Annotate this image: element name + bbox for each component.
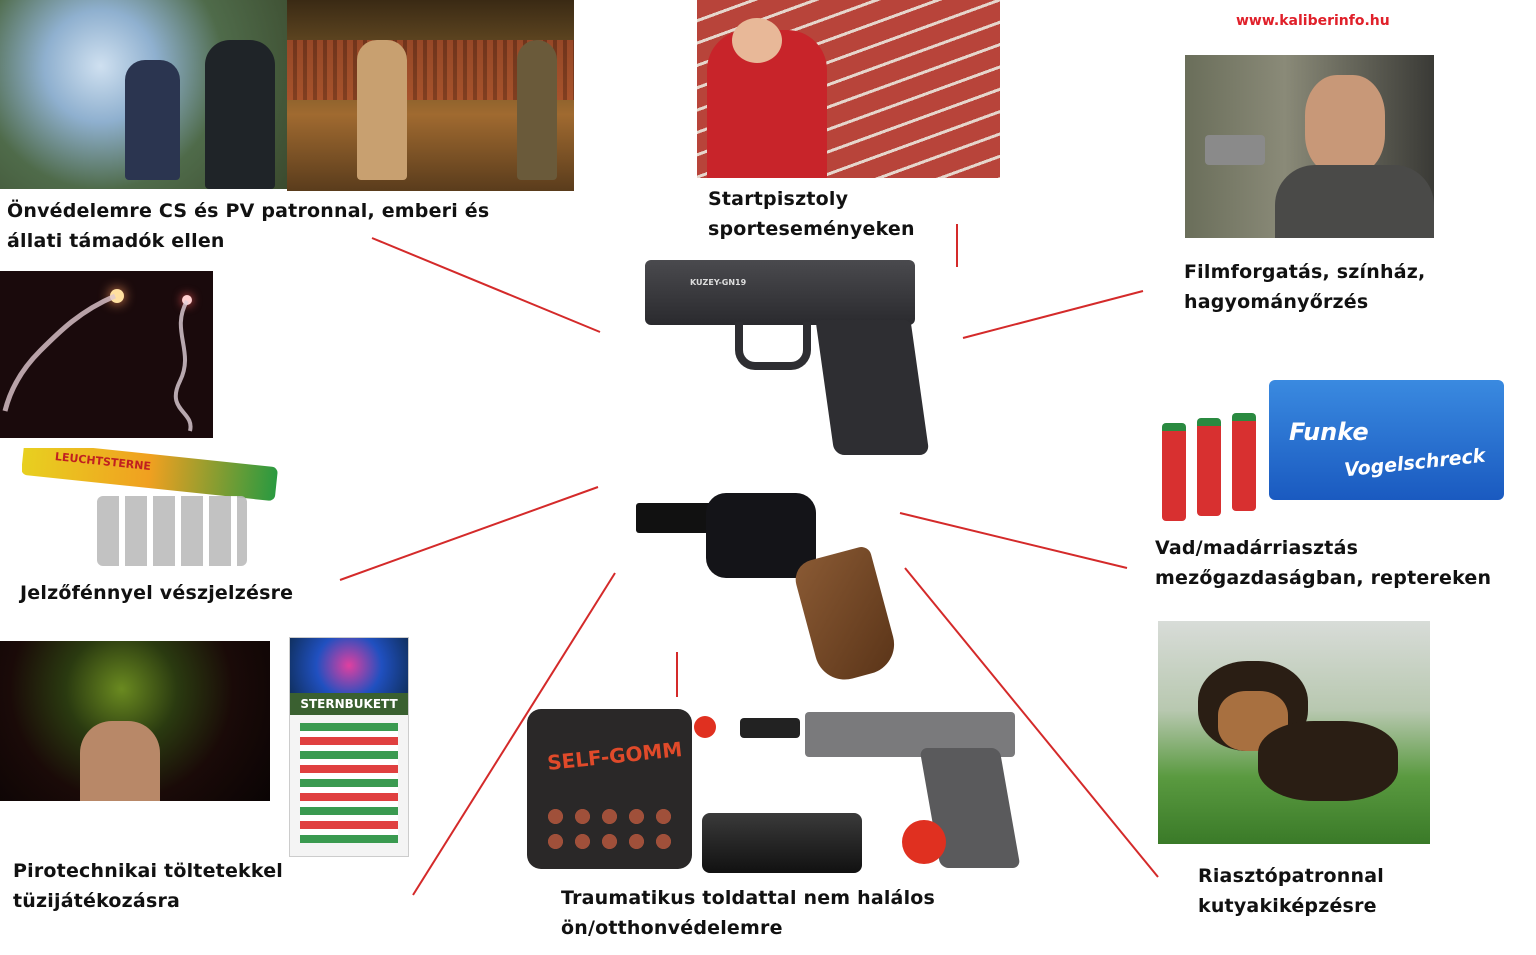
label-signal: Jelzőfénnyel vészjelzésre xyxy=(20,578,293,608)
photo-sternbukett-pack: STERNBUKETT xyxy=(289,637,409,857)
photo-puppy xyxy=(1158,621,1430,844)
photo-funke-vogelschreck: Funke Vogelschreck xyxy=(1147,378,1507,521)
label-line: Filmforgatás, színház, xyxy=(1184,261,1426,283)
leuchtsterne-label: LEUCHTSTERNE xyxy=(54,450,152,474)
label-line: hagyományőrzés xyxy=(1184,291,1369,313)
selfgomm-label: SELF-GOMM xyxy=(546,736,684,776)
label-line: ön/otthonvédelemre xyxy=(561,917,783,939)
pistol-marking: KUZEY-GN19 xyxy=(690,278,747,287)
label-film: Filmforgatás, színház, hagyományőrzés xyxy=(1184,257,1425,317)
label-line: Jelzőfénnyel vészjelzésre xyxy=(20,582,294,604)
label-line: sporteseményeken xyxy=(708,218,915,240)
label-line: Riasztópatronnal xyxy=(1198,865,1384,887)
connector-self-defense xyxy=(371,237,601,333)
pistol-blank-gun: KUZEY-GN19 xyxy=(645,260,930,465)
photo-self-defense-night xyxy=(287,0,574,191)
selfgomm-pack: SELF-GOMM xyxy=(527,709,692,869)
label-line: állati támadók ellen xyxy=(7,230,225,252)
connector-bird xyxy=(899,512,1128,569)
vogelschreck-label: Vogelschreck xyxy=(1343,444,1487,482)
label-line: kutyakiképzésre xyxy=(1198,895,1377,917)
label-line: Traumatikus toldattal nem halálos xyxy=(561,887,936,909)
label-starter: Startpisztoly sporteseményeken xyxy=(708,184,915,244)
revolver-blank-gun xyxy=(636,493,906,683)
photo-self-defense-spray xyxy=(0,0,287,189)
label-line: Startpisztoly xyxy=(708,188,849,210)
photo-signal-flares xyxy=(0,271,213,438)
label-traumatic: Traumatikus toldattal nem halálos ön/ott… xyxy=(561,883,935,943)
label-line: Vad/madárriasztás xyxy=(1155,537,1359,559)
photo-fireworks-shooter xyxy=(0,641,270,801)
connector-dog xyxy=(904,567,1159,878)
label-self-defense: Önvédelemre CS és PV patronnal, emberi é… xyxy=(7,196,489,256)
label-line: mezőgazdaságban, reptereken xyxy=(1155,567,1492,589)
photo-film-actor xyxy=(1185,55,1434,238)
connector-film xyxy=(962,290,1144,339)
label-line: Pirotechnikai töltetekkel xyxy=(13,860,283,882)
label-line: tüzijátékozásra xyxy=(13,890,181,912)
traumatic-pistol xyxy=(690,708,1030,873)
label-bird: Vad/madárriasztás mezőgazdaságban, repte… xyxy=(1155,533,1491,593)
connector-signal xyxy=(339,486,599,581)
photo-leuchtsterne: LEUCHTSTERNE xyxy=(22,448,282,570)
label-dog: Riasztópatronnal kutyakiképzésre xyxy=(1198,861,1384,921)
connector-pyro xyxy=(412,572,616,896)
source-url: www.kaliberinfo.hu xyxy=(1236,13,1390,29)
label-line: Önvédelemre CS és PV patronnal, emberi é… xyxy=(7,200,490,222)
photo-starter-pistol xyxy=(697,0,1000,178)
sternbukett-label: STERNBUKETT xyxy=(290,693,408,715)
label-pyro: Pirotechnikai töltetekkel tüzijátékozásr… xyxy=(13,856,283,916)
funke-label: Funke xyxy=(1289,418,1369,446)
